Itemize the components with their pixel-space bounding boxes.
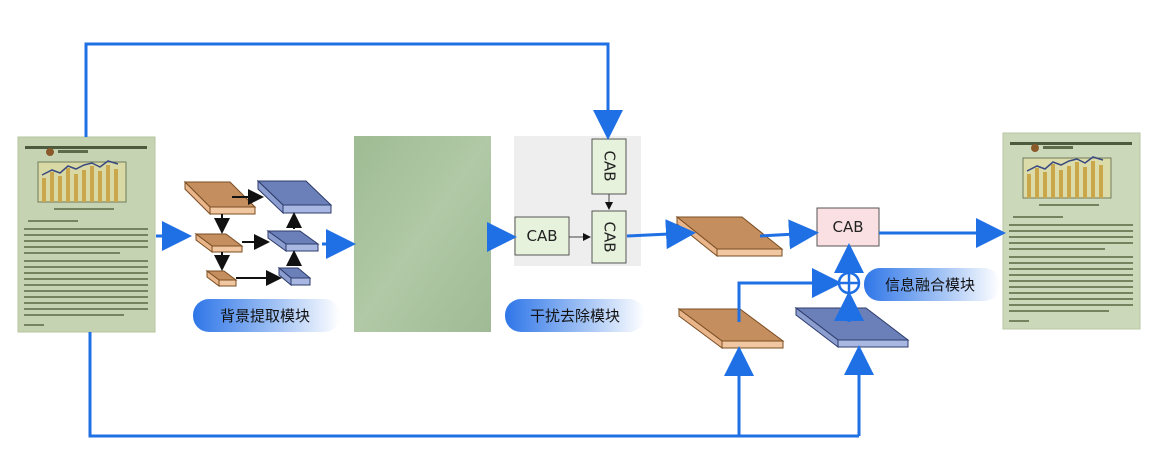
svg-text:CAB: CAB bbox=[832, 218, 863, 236]
information-fusion-module-label: 信息融合模块 bbox=[864, 268, 1000, 301]
top-skip-connection bbox=[84, 42, 623, 140]
svg-text:干扰去除模块: 干扰去除模块 bbox=[530, 307, 620, 325]
flow-arrows bbox=[84, 42, 1006, 438]
output-document-image bbox=[1002, 132, 1141, 330]
extracted-background-image bbox=[354, 136, 491, 332]
background-extraction-network bbox=[183, 179, 333, 287]
decoder-feature-medium bbox=[266, 230, 320, 252]
svg-text:CAB: CAB bbox=[601, 150, 619, 181]
arrow-removal-to-feature bbox=[626, 219, 696, 250]
svg-text:背景提取模块: 背景提取模块 bbox=[220, 307, 310, 325]
arrow-feature-to-cab bbox=[759, 219, 819, 250]
cab-block-right: CAB bbox=[591, 210, 627, 264]
decoder-feature-large bbox=[256, 179, 333, 215]
encoder-feature-small bbox=[205, 270, 238, 287]
bottom-skip-connection bbox=[88, 332, 859, 438]
input-document-image bbox=[17, 136, 156, 333]
cab-block-fusion: CAB bbox=[816, 207, 880, 247]
background-extraction-module-label: 背景提取模块 bbox=[193, 299, 340, 332]
decoder-feature-small bbox=[277, 266, 312, 287]
encoder-feature-large bbox=[183, 180, 257, 216]
encoder-feature-medium bbox=[194, 233, 244, 253]
arrow-orange-feature-to-plus bbox=[737, 268, 842, 322]
plus-circle-icon bbox=[837, 271, 861, 295]
fusion-input-feature-blue bbox=[794, 306, 910, 349]
svg-text:CAB: CAB bbox=[526, 227, 557, 245]
cab-block-top: CAB bbox=[591, 138, 627, 195]
svg-text:CAB: CAB bbox=[601, 221, 619, 252]
interference-removal-module-label: 干扰去除模块 bbox=[505, 299, 645, 332]
svg-text:信息融合模块: 信息融合模块 bbox=[885, 276, 975, 294]
cab-block-left: CAB bbox=[514, 216, 570, 256]
fusion-input-feature-orange bbox=[677, 308, 785, 349]
